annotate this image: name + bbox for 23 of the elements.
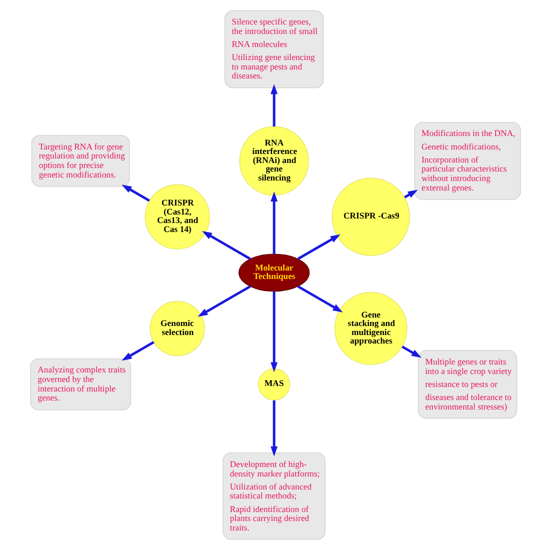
arrow [121,184,150,202]
arrow [202,231,250,260]
node-box: Modifications in the DNA, Genetic modifications, Incorporation of particular characteristics without introducing external genes. [414,122,520,200]
node-circle: CRISPR (Cas12, Cas13, and Cas 14) [144,184,210,250]
node-box: Targeting RNA for gene regulation and providing options for precise genetic modifications. [30,135,130,187]
arrow [270,84,278,127]
arrow [270,291,278,372]
node-box: Silence specific genes, the introduction of small RNA molecules Utilizing gene silencing to manage pests and diseases. [224,10,324,88]
node-circle: MAS [258,368,290,400]
arrow [121,341,154,361]
arrow [270,400,278,456]
node-circle: Gene stacking and multigenic approaches [334,292,407,365]
node-box: Development of high-density marker platforms; Utilization of advanced statistical methods; Rapid identification of plants carrying desired traits. [222,452,325,540]
arrow [401,346,422,358]
node-ellipse: Molecular Techniques [238,254,310,292]
arrow [296,234,340,260]
node-circle: Genomic selection [149,301,204,356]
arrow [296,285,342,312]
arrow [197,285,250,317]
node-box: Analyzing complex traits governed by the interaction of multiple genes. [30,358,131,410]
node-circle: RNA interference (RNAi) and gene silencing [238,126,308,196]
node-box: Multiple genes or traits into a single crop variety resistance to pests or diseases and tolerance to environmental stresses) [418,350,517,419]
arrow [270,192,278,254]
